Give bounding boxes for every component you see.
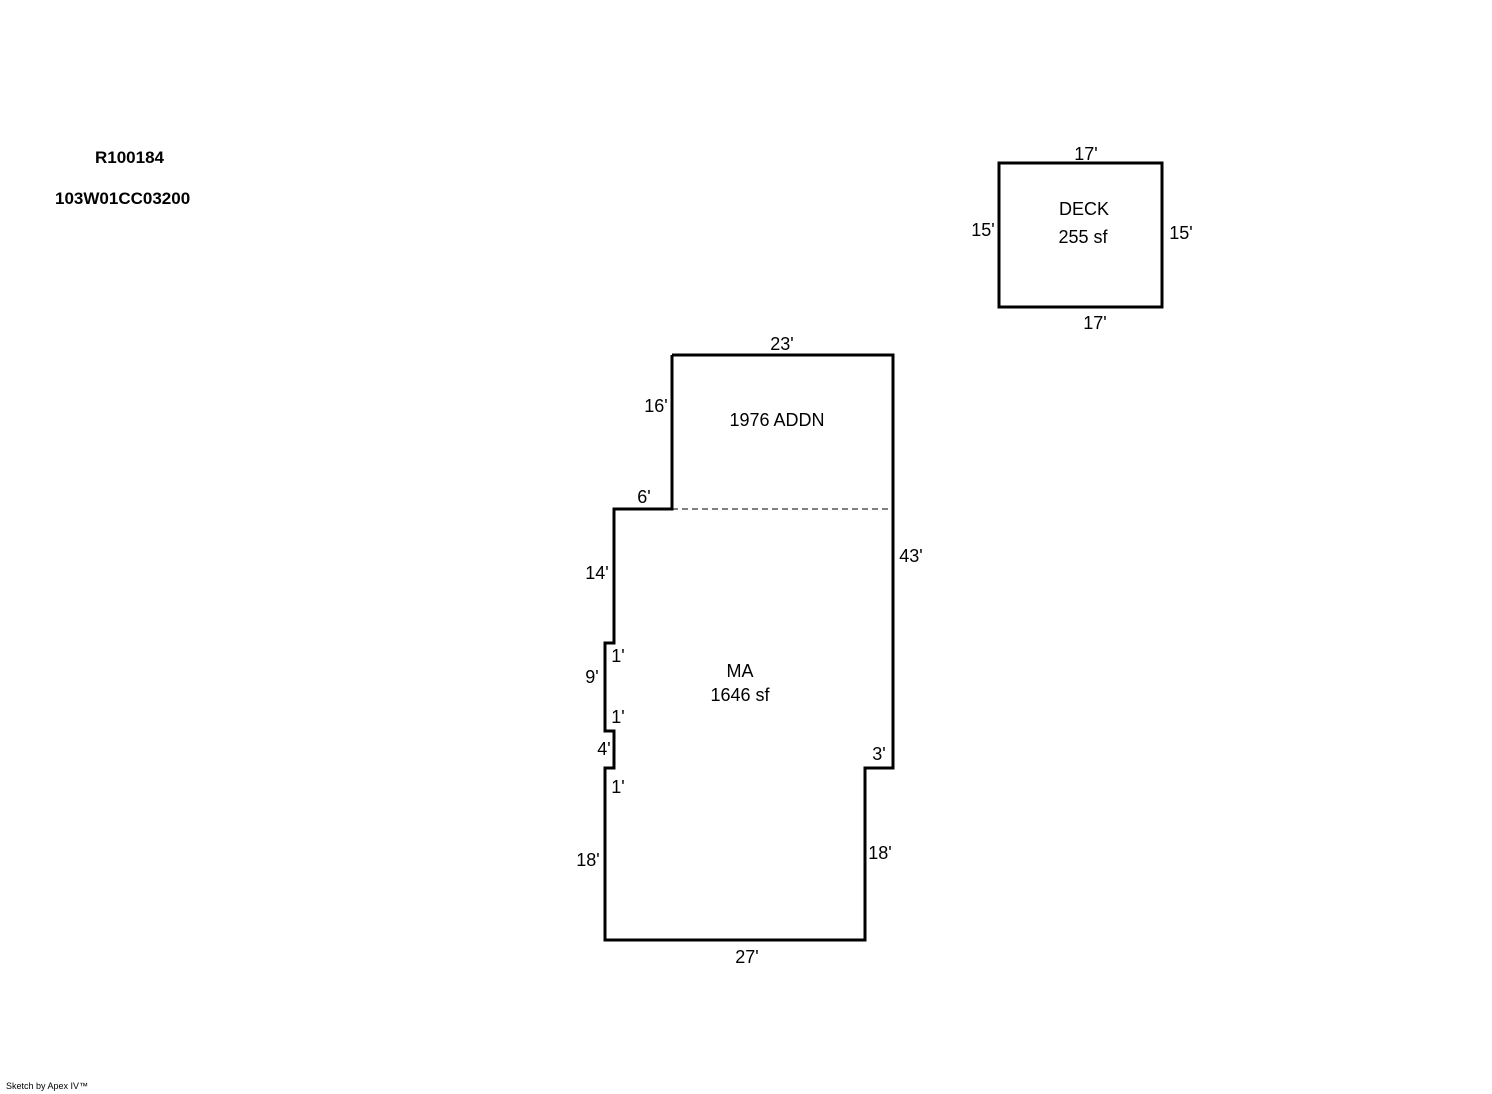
- addition-dimension-top: 23': [770, 334, 793, 354]
- main-dimension-left-upper: 14': [585, 563, 608, 583]
- main-area-label: MA: [727, 661, 754, 681]
- deck-area: DECK 255 sf 17' 17' 15' 15': [971, 144, 1192, 333]
- deck-dimension-left: 15': [971, 220, 994, 240]
- footer-credit: Sketch by Apex IV™: [6, 1081, 89, 1091]
- parcel-id: R100184: [95, 148, 165, 167]
- map-number: 103W01CC03200: [55, 189, 191, 208]
- main-dimension-jog-3: 1': [611, 777, 624, 797]
- deck-area-label: 255 sf: [1058, 227, 1108, 247]
- main-dimension-short-segment: 4': [597, 739, 610, 759]
- addition-label: 1976 ADDN: [729, 410, 824, 430]
- deck-outline: [997, 161, 1164, 309]
- main-dimension-bump: 9': [585, 667, 598, 687]
- main-dimension-right-lower: 18': [868, 843, 891, 863]
- deck-dimension-top: 17': [1074, 144, 1097, 164]
- main-dimension-bottom: 27': [735, 947, 758, 967]
- main-dimension-right-step: 3': [872, 744, 885, 764]
- deck-label: DECK: [1059, 199, 1109, 219]
- main-area-size-label: 1646 sf: [710, 685, 770, 705]
- addition-dimension-left: 16': [644, 396, 667, 416]
- deck-dimension-right: 15': [1169, 223, 1192, 243]
- addition-dimension-step: 6': [637, 487, 650, 507]
- deck-dimension-bottom: 17': [1083, 313, 1106, 333]
- main-dimension-left-lower: 18': [576, 850, 599, 870]
- house-outline-group: 1976 ADDN 23' 16' 6' MA 1646 sf 43' 14' …: [576, 334, 922, 967]
- main-dimension-right-upper: 43': [899, 546, 922, 566]
- main-dimension-jog-2: 1': [611, 707, 624, 727]
- house-outline: [603, 353, 895, 942]
- main-dimension-jog-1: 1': [611, 646, 624, 666]
